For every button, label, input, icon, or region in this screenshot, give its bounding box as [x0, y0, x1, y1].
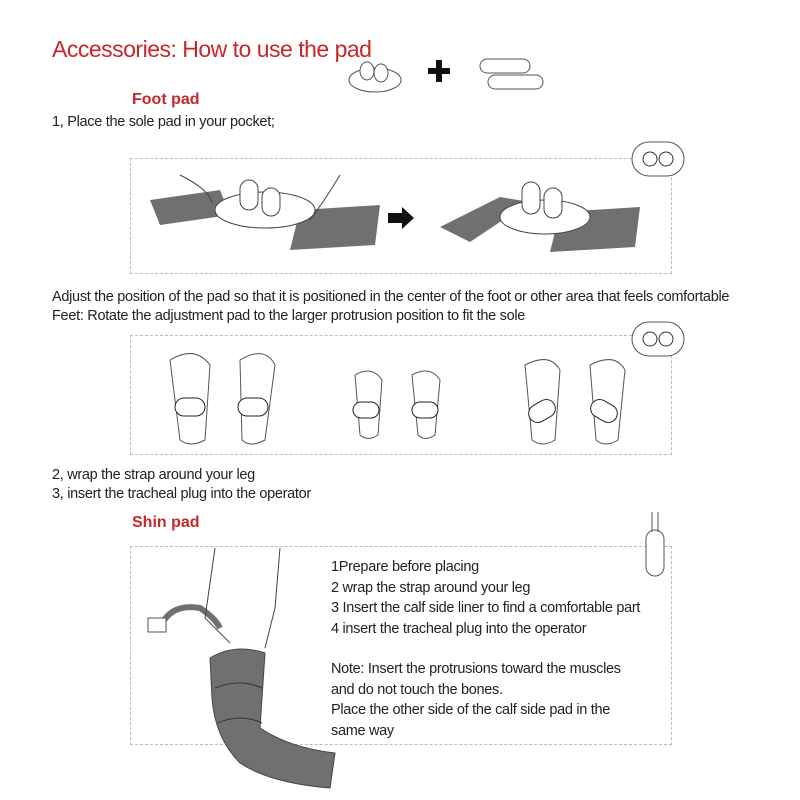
step-1-text: 1, Place the sole pad in your pocket;	[52, 114, 275, 130]
note-line-2: and do not touch the bones.	[331, 681, 503, 698]
feet-rotate-text: Feet: Rotate the adjustment pad to the l…	[52, 308, 526, 324]
insert-pad-before-illustration	[150, 174, 380, 250]
pad-detail-icon-2	[631, 321, 685, 357]
tube-connector-icon	[645, 512, 665, 577]
leg-wrap-illustration	[147, 547, 336, 789]
pad-detail-icon	[631, 141, 685, 177]
adjust-position-text: Adjust the position of the pad so that i…	[52, 289, 730, 305]
shin-pad-steps: 1Prepare before placing 2 wrap the strap…	[331, 557, 640, 639]
pocket-insert-panel	[130, 158, 672, 274]
shin-step-1: 1Prepare before placing	[331, 559, 479, 575]
note-line-4: same way	[331, 722, 394, 739]
shin-pad-heading: Shin pad	[132, 514, 200, 531]
shin-pad-notes: Note: Insert the protrusions toward the …	[331, 659, 621, 741]
step-3-text: 3, insert the tracheal plug into the ope…	[52, 486, 311, 502]
shin-pad-panel	[130, 546, 672, 745]
insert-pad-after-illustration	[440, 181, 640, 252]
step-2-text: 2, wrap the strap around your leg	[52, 467, 255, 483]
arrow-right-icon	[388, 207, 414, 229]
foot-pad-illustration	[348, 61, 402, 93]
foot-pad-heading: Foot pad	[132, 91, 200, 108]
shin-pad-illustration	[479, 58, 544, 90]
plus-icon-vertical	[436, 60, 442, 82]
shin-step-2: 2 wrap the strap around your leg	[331, 579, 531, 596]
shin-step-4: 4 insert the tracheal plug into the oper…	[331, 620, 587, 637]
shin-step-3: 3 Insert the calf side liner to find a c…	[331, 600, 641, 616]
page-title: Accessories: How to use the pad	[52, 36, 372, 62]
feet-position-illustrations	[169, 353, 626, 445]
note-line-1: Note: Insert the protrusions toward the …	[331, 661, 621, 677]
foot-position-panel	[130, 335, 672, 455]
note-line-3: Place the other side of the calf side pa…	[331, 702, 611, 718]
